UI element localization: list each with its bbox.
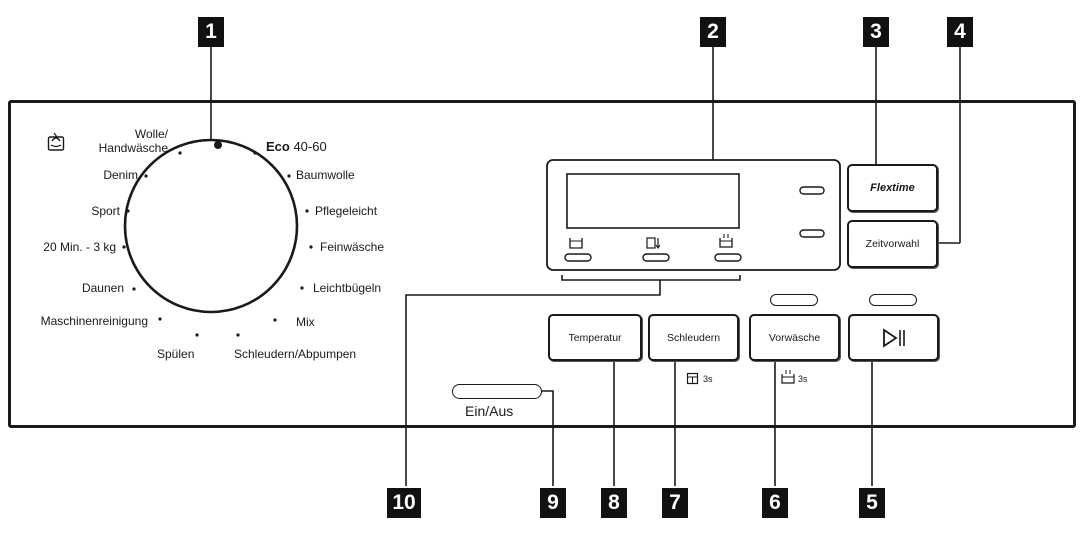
power-label: Ein/Aus	[465, 403, 514, 419]
program-pflegeleicht: Pflegeleicht	[315, 204, 378, 218]
program-eco-bold: Eco	[266, 139, 290, 154]
program-wolle-handwaesche: Wolle/ Handwäsche	[98, 127, 168, 155]
program-spuelen: Spülen	[157, 347, 195, 361]
display-unit	[546, 159, 841, 271]
start-indicator-led	[869, 294, 917, 306]
program-denim: Denim	[103, 168, 138, 182]
program-eco-40-60: Eco 40-60	[266, 140, 327, 154]
hand-wash-icon	[47, 132, 65, 151]
program-daunen: Daunen	[81, 281, 124, 295]
callout-4: 4	[947, 17, 973, 47]
flextime-button[interactable]: Flextime	[847, 164, 938, 212]
prewash-hold-icon	[781, 370, 795, 384]
flextime-label: Flextime	[870, 182, 915, 194]
prewash-icon	[719, 234, 733, 248]
drum-icon	[569, 238, 583, 249]
vorwaesche-label: Vorwäsche	[768, 331, 821, 344]
start-pause-icon	[882, 327, 905, 348]
schleudern-hold-time: 3s	[703, 374, 713, 384]
rinse-hold-icon	[646, 237, 661, 249]
vorwaesche-button[interactable]: Vorwäsche	[749, 314, 840, 361]
callout-6: 6	[762, 488, 788, 518]
program-mix: Mix	[296, 315, 315, 329]
callout-8: 8	[601, 488, 627, 518]
program-eco-rest: 40-60	[289, 139, 327, 154]
program-20min-3kg: 20 Min. - 3 kg	[43, 240, 116, 254]
zeitvorwahl-button[interactable]: Zeitvorwahl	[847, 220, 938, 268]
callout-1: 1	[198, 17, 224, 47]
power-button[interactable]	[452, 384, 542, 399]
zeitvorwahl-label: Zeitvorwahl	[865, 238, 920, 250]
temperatur-button[interactable]: Temperatur	[548, 314, 642, 361]
callout-10: 10	[387, 488, 421, 518]
callout-3: 3	[863, 17, 889, 47]
schleudern-button[interactable]: Schleudern	[648, 314, 739, 361]
vorwaesche-hold-time: 3s	[798, 374, 808, 384]
callout-9: 9	[540, 488, 566, 518]
program-leichtbuegeln: Leichtbügeln	[313, 281, 382, 295]
schleudern-label: Schleudern	[666, 331, 721, 344]
program-baumwolle: Baumwolle	[296, 168, 355, 182]
callout-2: 2	[700, 17, 726, 47]
lock-hold-icon	[686, 372, 699, 385]
program-schleudern-abpumpen: Schleudern/Abpumpen	[234, 347, 357, 361]
control-panel	[8, 100, 1076, 428]
callout-7: 7	[662, 488, 688, 518]
program-maschinenreinigung: Maschinenreinigung	[40, 314, 148, 328]
start-pause-button[interactable]	[848, 314, 939, 361]
vorwaesche-indicator-led	[770, 294, 818, 306]
callout-5: 5	[859, 488, 885, 518]
program-sport: Sport	[91, 204, 120, 218]
temperatur-label: Temperatur	[568, 331, 622, 344]
program-feinwaesche: Feinwäsche	[320, 240, 385, 254]
